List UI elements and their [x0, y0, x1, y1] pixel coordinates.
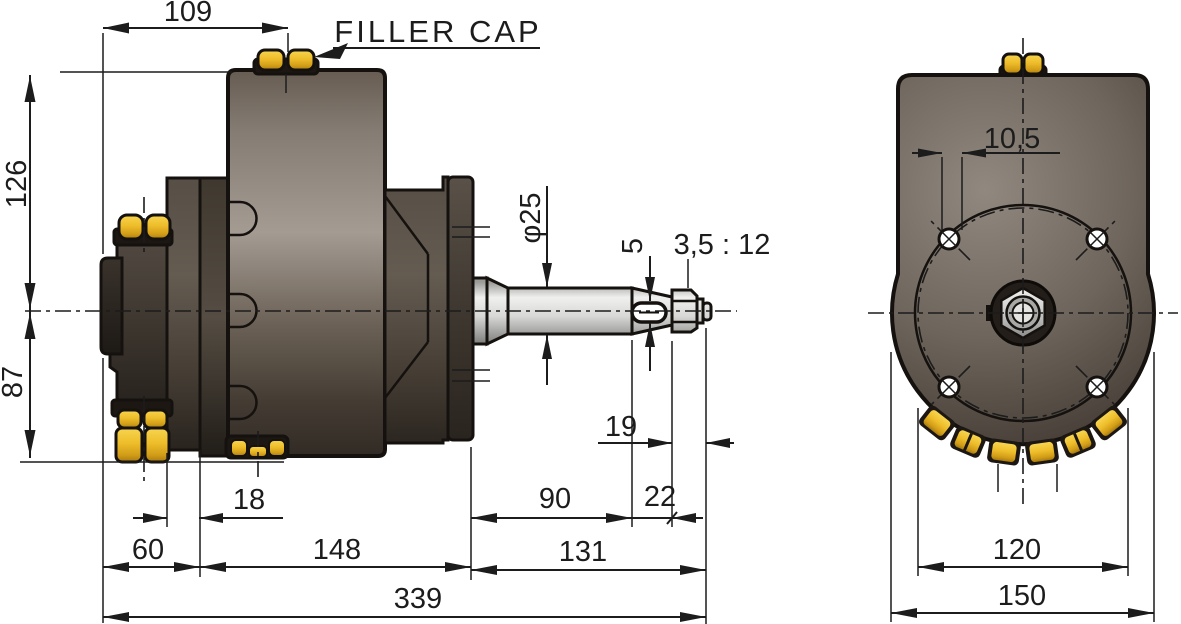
dim-126-87: 126 87 [0, 75, 36, 458]
filler-cap [252, 48, 320, 93]
callout-arrow [314, 43, 348, 59]
dim-131: 131 [471, 536, 706, 575]
hydraulic-port-top [112, 213, 174, 247]
mounting-hole [937, 375, 961, 399]
port-nut [114, 426, 144, 464]
pump-body [226, 68, 387, 458]
dim-label-150: 150 [998, 580, 1046, 612]
bearing-cone [383, 175, 450, 445]
dim-label-taper: 3,5 : 12 [674, 229, 771, 261]
dim-label-90: 90 [539, 483, 571, 515]
body-boss [228, 384, 258, 421]
filler-cap-callout: FILLER CAP [314, 14, 541, 59]
dim-109: 109 [103, 0, 288, 34]
dim-120: 120 [918, 534, 1128, 572]
dim-label-19: 19 [605, 411, 637, 443]
front-port-block [99, 256, 124, 356]
front-view-dimensions: 10,5 120 150 [890, 123, 1155, 622]
mounting-holes [937, 227, 1109, 399]
side-view-dimensions: 109 126 87 18 60 148 131 [0, 0, 770, 624]
hydraulic-ports-front [919, 405, 1127, 466]
hydraulic-port-bottom [110, 398, 174, 464]
body-recess [198, 176, 230, 458]
mounting-hole [1085, 227, 1109, 251]
drain-fitting [224, 434, 290, 460]
mounting-hole [1085, 375, 1109, 399]
dim-label-10-5: 10,5 [984, 123, 1040, 155]
dim-label-120: 120 [993, 534, 1041, 566]
dim-label-18: 18 [233, 484, 265, 516]
dim-18: 18 [133, 484, 283, 523]
body-boss [228, 200, 258, 237]
mounting-plate [446, 175, 475, 442]
dim-90-22: 90 22 [471, 481, 703, 525]
dim-label-339: 339 [394, 583, 442, 615]
front-view [868, 38, 1178, 505]
bolt-circle [917, 207, 1129, 419]
dim-shaft-diameter: φ25 [515, 186, 552, 385]
dim-label-109: 109 [164, 0, 212, 28]
dim-label-87: 87 [0, 366, 29, 398]
filler-cap-label: FILLER CAP [334, 14, 541, 49]
dim-label-148: 148 [313, 534, 361, 566]
dim-label-131: 131 [559, 536, 607, 568]
dim-label-22: 22 [644, 481, 676, 513]
side-view [25, 48, 737, 484]
dim-150: 150 [891, 580, 1154, 618]
port-nut [143, 426, 171, 464]
dim-60-148: 60 148 [103, 534, 471, 572]
dim-label-5: 5 [617, 238, 649, 254]
dim-taper-ratio: 3,5 : 12 [674, 229, 771, 261]
dim-keyway: 5 [617, 238, 655, 371]
dim-label-126: 126 [1, 160, 33, 208]
dim-10-5: 10,5 [912, 123, 1060, 158]
dim-339: 339 [103, 583, 706, 622]
dim-label-phi25: φ25 [515, 192, 547, 243]
mounting-hole [937, 227, 961, 251]
dim-19: 19 [598, 411, 734, 448]
dim-label-60: 60 [132, 534, 164, 566]
